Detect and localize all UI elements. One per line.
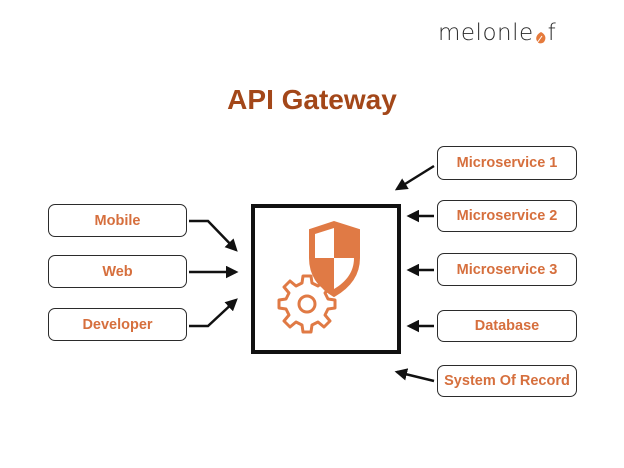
arrow-microservice-1 xyxy=(394,164,435,191)
api-gateway-box xyxy=(251,204,401,354)
client-node-web: Web xyxy=(48,255,187,288)
shield-icon xyxy=(309,220,360,298)
service-node-microservice-1: Microservice 1 xyxy=(437,146,577,180)
service-node-microservice-3: Microservice 3 xyxy=(437,253,577,286)
logo-text-end: f xyxy=(547,20,557,46)
arrow-system-of-record xyxy=(394,368,435,383)
service-label: Microservice 3 xyxy=(456,261,558,278)
service-node-microservice-2: Microservice 2 xyxy=(437,200,577,232)
brand-logo: melonle f xyxy=(438,18,556,48)
client-label: Developer xyxy=(82,316,153,333)
gear-icon xyxy=(277,274,337,334)
leaf-icon xyxy=(535,24,547,44)
client-label: Web xyxy=(102,263,133,280)
logo-text-start: melonle xyxy=(438,20,534,46)
arrow-developer xyxy=(189,298,238,328)
gateway-icons xyxy=(277,220,360,334)
service-label: Microservice 2 xyxy=(456,208,558,224)
service-label: System Of Record xyxy=(444,373,570,389)
client-node-developer: Developer xyxy=(48,308,187,341)
arrow-mobile xyxy=(189,219,238,252)
client-node-mobile: Mobile xyxy=(48,204,187,237)
client-label: Mobile xyxy=(94,212,141,229)
service-label: Microservice 1 xyxy=(456,155,558,171)
diagram-title: API Gateway xyxy=(227,84,397,115)
service-label: Database xyxy=(474,318,540,334)
service-node-database: Database xyxy=(437,310,577,342)
service-node-system-of-record: System Of Record xyxy=(437,365,577,397)
